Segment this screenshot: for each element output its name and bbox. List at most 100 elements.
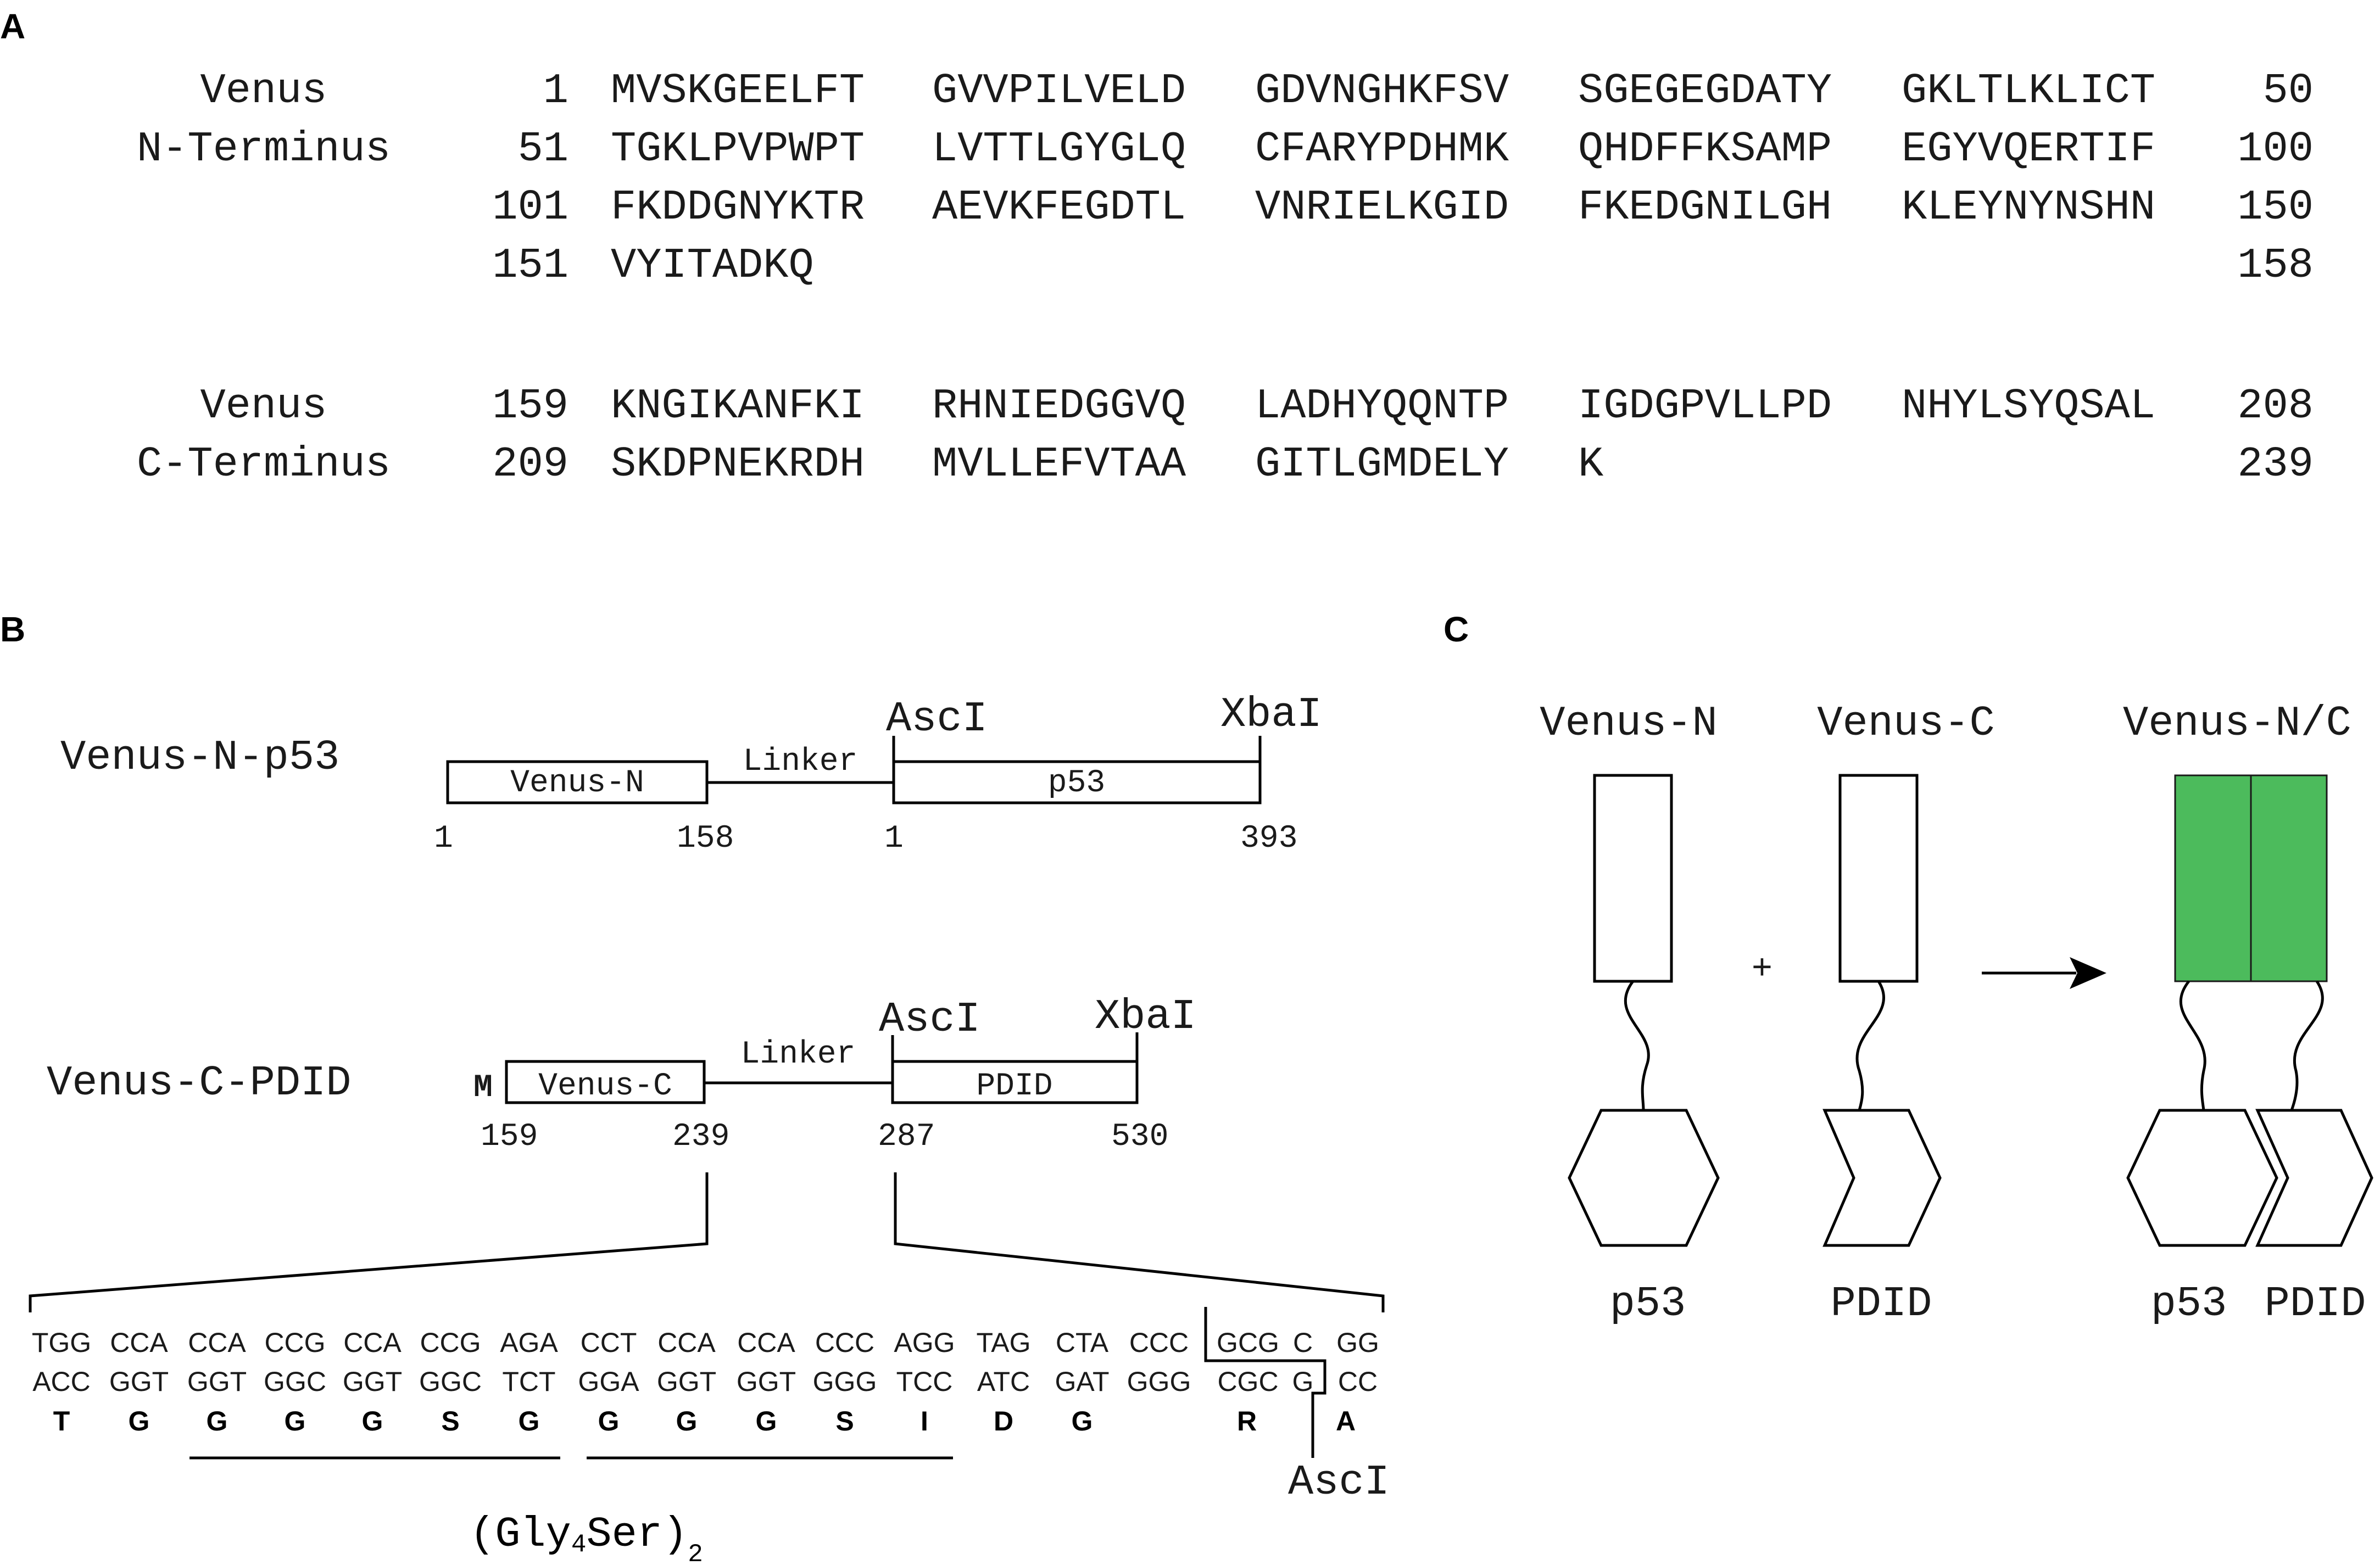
construct-name: Venus-N-p53 (60, 734, 339, 782)
residue-number: 159 (481, 1119, 538, 1155)
bifc-schematic: Venus-N Venus-C Venus-N/C p53 + PDID p53… (1540, 700, 2373, 1328)
codon-bottom: GGC (264, 1366, 326, 1397)
construct-venus-n-p53: Venus-N-p53 Venus-N Linker p53 AscI XbaI… (60, 691, 1322, 857)
residue-number: 239 (672, 1119, 729, 1155)
asci-site-label: AscI (886, 696, 988, 744)
venus-n-fragment (1593, 774, 1673, 983)
sequence-group: GKLTLKLICT (1902, 68, 2155, 115)
gly4ser-linker-label: (Gly4Ser)2 (470, 1511, 703, 1565)
sequence-group: TGKLPVPWPT (611, 126, 865, 174)
codon-bottom: TCC (896, 1366, 953, 1397)
p53-hexagon (1568, 1109, 1720, 1247)
amino-acid: A (1336, 1406, 1356, 1437)
sequence-group: VNRIELKGID (1255, 184, 1509, 232)
codon-top: CCC (1129, 1327, 1189, 1358)
sequence-group: GDVNGHKFSV (1255, 68, 1509, 115)
construct-name: Venus-C-PDID (47, 1060, 352, 1108)
amino-acid: G (1072, 1406, 1093, 1437)
sequence-group: K (1578, 441, 1604, 489)
amino-acid: G (598, 1406, 620, 1437)
sequence-end-number: 239 (2237, 441, 2314, 489)
codon-top: CCT (581, 1327, 637, 1358)
sequence-group: RHNIEDGGVQ (932, 383, 1186, 431)
residue-number: 287 (878, 1119, 935, 1155)
amino-acid: I (921, 1406, 928, 1437)
residue-number: 1 (884, 821, 904, 857)
venus-n-label: Venus-N (1540, 700, 1717, 748)
codon-top: CCA (737, 1327, 795, 1358)
sequence-group: GITLGMDELY (1255, 441, 1509, 489)
codon-bottom: GGT (187, 1366, 247, 1397)
codon-bottom: GGA (578, 1366, 639, 1397)
venus-c-box (505, 1060, 706, 1104)
codon-top: CCG (264, 1327, 325, 1358)
sequence-group: NHYLSYQSAL (1902, 383, 2155, 431)
sequence-end-number: 50 (2263, 68, 2314, 115)
sequence-group: SGEGEGDATY (1578, 68, 1832, 115)
sequence-label-venus: Venus (200, 383, 327, 431)
p53-label: p53 (1610, 1281, 1686, 1328)
sequence-end-number: 158 (2237, 242, 2314, 290)
residue-number: 1 (434, 821, 453, 857)
sequence-group: GVVPILVELD (932, 68, 1186, 115)
plus-sign: + (1752, 950, 1773, 990)
venus-n-box-label: Venus-N (510, 765, 644, 801)
p53-box-label: p53 (1048, 765, 1105, 801)
asci-site-label: AscI (879, 996, 980, 1044)
p53-box (892, 760, 1262, 804)
sequence-group: IGDGPVLLPD (1578, 383, 1832, 431)
codon-top: CCA (343, 1327, 402, 1358)
codon-bottom: GGG (1127, 1366, 1191, 1397)
panel-label-a: A (0, 7, 25, 46)
pdid-chevron (1822, 1109, 1942, 1247)
zoom-line-right (894, 1172, 1385, 1312)
amino-acid: G (362, 1406, 383, 1437)
asci-cut-site-label: AscI (1288, 1459, 1390, 1507)
sequence-group: SKDPNEKRDH (611, 441, 865, 489)
sequence-group: FKEDGNILGH (1578, 184, 1832, 232)
codon-top: CTA (1056, 1327, 1109, 1358)
sequence-group: FKDDGNYKTR (611, 184, 865, 232)
codon-top: CCC (815, 1327, 874, 1358)
sequence-group: EGYVQERTIF (1902, 126, 2155, 174)
pdid-label: PDID (1831, 1281, 1932, 1328)
codon-top: CCA (657, 1327, 716, 1358)
venus-c-box-label: Venus-C (538, 1069, 672, 1104)
flexible-linker (2290, 980, 2324, 1111)
codon-bottom: GAT (1055, 1366, 1109, 1397)
arrow-icon (2070, 957, 2106, 989)
codon-top: GCG (1217, 1327, 1279, 1358)
codon-top: TGG (32, 1327, 91, 1358)
sequence-group: MVSKGEELFT (611, 68, 865, 115)
amino-acid: G (676, 1406, 698, 1437)
sequence-end-number: 150 (2237, 184, 2314, 232)
sequence-start-number: 101 (492, 184, 568, 232)
residue-number: 530 (1111, 1119, 1168, 1155)
sequence-group: LVTTLGYGLQ (932, 126, 1186, 174)
sequence-group: MVLLEFVTAA (932, 441, 1186, 489)
sequence-group: CFARYPDHMK (1255, 126, 1509, 174)
sequence-group: LADHYQQNTP (1255, 383, 1509, 431)
codon-bottom: GGT (109, 1366, 169, 1397)
pdid-box (891, 1060, 1139, 1104)
flexible-linker (1855, 980, 1885, 1111)
codon-top: CCG (420, 1327, 481, 1358)
sequence-group: KLEYNYNSHN (1902, 184, 2155, 232)
sequence-label-n-terminus: N-Terminus (137, 126, 391, 174)
codon-top: C (1293, 1327, 1313, 1358)
asci-cut-site-line (1204, 1307, 1326, 1458)
codon-bottom: GGG (813, 1366, 877, 1397)
codon-bottom: GGT (343, 1366, 402, 1397)
construct-venus-c-pdid: Venus-C-PDID M Venus-C Linker PDID AscI … (47, 993, 1196, 1155)
amino-acid: S (835, 1406, 854, 1437)
codon-bottom: ATC (977, 1366, 1030, 1397)
codon-top: AGA (500, 1327, 558, 1358)
venus-n-box (446, 760, 709, 804)
